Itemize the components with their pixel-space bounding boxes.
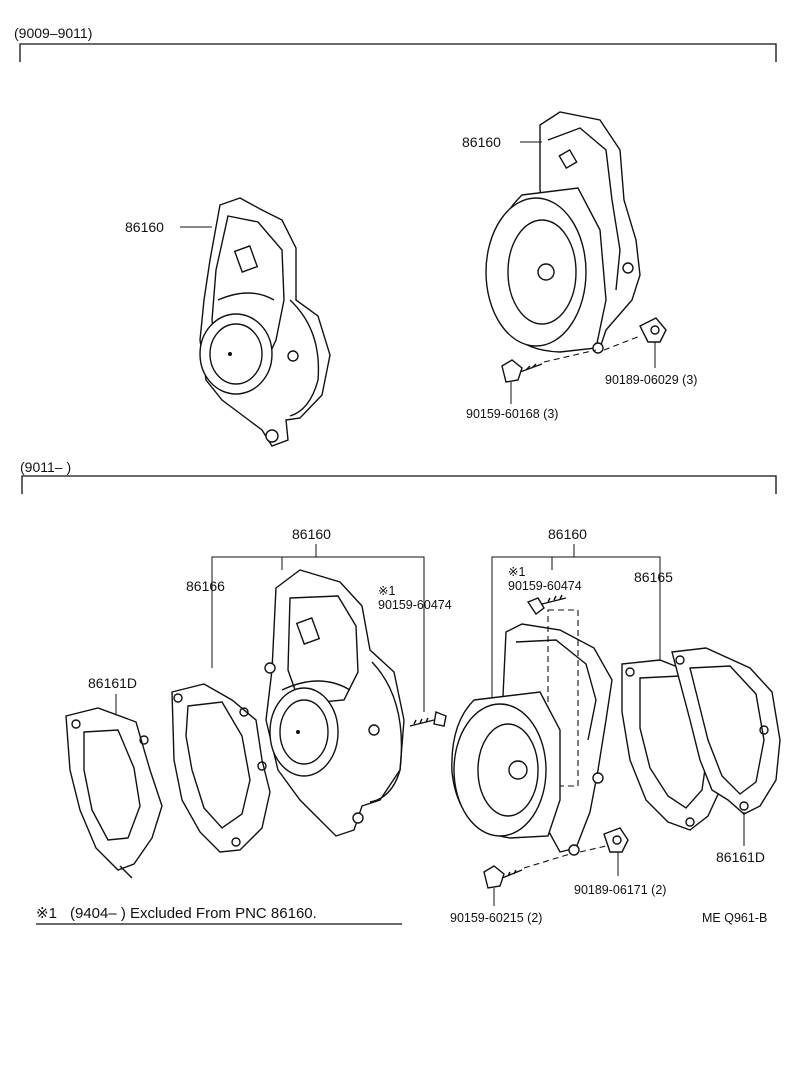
top-right-speaker-part-number: 86160 bbox=[462, 134, 501, 150]
top-left-speaker-part-number: 86160 bbox=[125, 219, 164, 235]
bottom-nut-dashed-line bbox=[579, 845, 607, 853]
top-right-speaker-drawing bbox=[485, 111, 641, 354]
bottom-right-screw-mark: ※1 bbox=[508, 565, 525, 579]
bottom-left-group-part-number: 86160 bbox=[292, 526, 331, 542]
footnote-mark: ※1 bbox=[36, 905, 57, 922]
section-1-bracket bbox=[19, 43, 777, 62]
top-left-speaker-drawing bbox=[199, 197, 331, 447]
bottom-left-plate-drawing bbox=[65, 707, 163, 879]
bottom-right-plate-drawing bbox=[671, 647, 781, 815]
bottom-left-screw-mark: ※1 bbox=[378, 584, 395, 598]
bottom-nut-drawing bbox=[603, 827, 629, 853]
top-nut-drawing bbox=[639, 317, 667, 343]
top-screw-drawing bbox=[501, 359, 543, 383]
top-screw-part-number: 90159-60168 (3) bbox=[466, 407, 558, 421]
bottom-right-plate-part-number: 86161D bbox=[716, 849, 765, 865]
bottom-left-spacer-drawing bbox=[171, 683, 271, 853]
bottom-right-group-bracket bbox=[491, 556, 661, 700]
bottom-screw-drawing bbox=[483, 865, 523, 889]
bottom-left-group-bracket bbox=[211, 556, 425, 712]
section-1-range-label: (9009–9011) bbox=[14, 25, 92, 41]
bottom-screw-part-number: 90159-60215 (2) bbox=[450, 911, 542, 925]
top-nut-part-number: 90189-06029 (3) bbox=[605, 373, 697, 387]
section-2-bracket bbox=[21, 475, 777, 494]
bottom-right-screw-drawing bbox=[526, 594, 567, 616]
bottom-right-spacer-part-number: 86165 bbox=[634, 569, 673, 585]
footnote-text: (9404– ) Excluded From PNC 86160. bbox=[70, 905, 317, 922]
bottom-left-speaker-drawing bbox=[264, 569, 405, 837]
bottom-left-spacer-part-number: 86166 bbox=[186, 578, 225, 594]
bottom-left-screw-drawing bbox=[409, 711, 447, 727]
top-screw-dashed-line bbox=[543, 349, 597, 363]
bottom-right-screw-part-number: 90159-60474 bbox=[508, 579, 582, 593]
bottom-left-plate-part-number: 86161D bbox=[88, 675, 137, 691]
section-2-range-label: (9011– ) bbox=[20, 459, 71, 475]
bottom-nut-part-number: 90189-06171 (2) bbox=[574, 883, 666, 897]
bottom-screw-dashed-line bbox=[523, 853, 571, 869]
bottom-left-screw-part-number: 90159-60474 bbox=[378, 598, 452, 612]
bottom-right-group-part-number: 86160 bbox=[548, 526, 587, 542]
bottom-right-speaker-drawing bbox=[451, 609, 613, 856]
diagram-code: ME Q961-B bbox=[702, 911, 767, 925]
top-nut-dashed-line bbox=[603, 335, 641, 351]
